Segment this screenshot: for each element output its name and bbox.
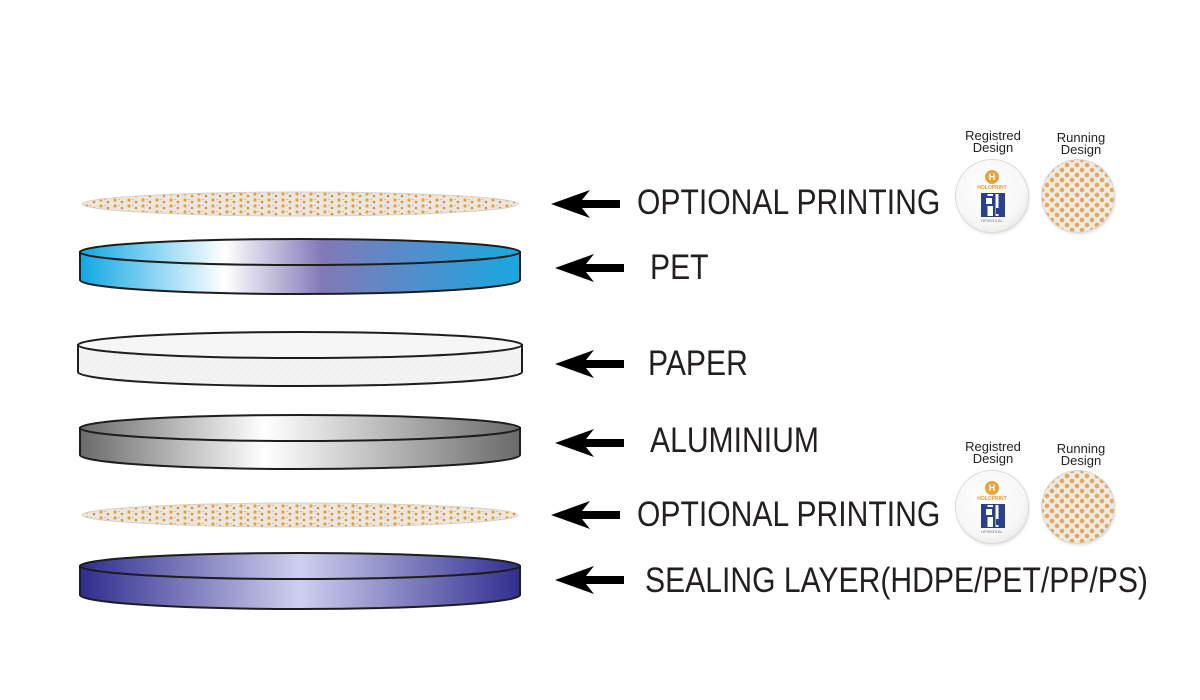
- qr-code-icon: [981, 193, 1005, 217]
- qr-code-icon: [981, 504, 1005, 528]
- layer-label-aluminium: ALUMINIUM: [650, 421, 819, 460]
- running-design-sample: [1042, 160, 1114, 232]
- serial-number: HP00001AL: [981, 218, 1003, 223]
- pet-disc: [79, 238, 521, 295]
- sealing-layer-disc: [79, 552, 521, 610]
- arrow-icon: [555, 429, 624, 457]
- running-design-caption: Running Design: [1056, 441, 1106, 468]
- aluminium-disc: [79, 414, 521, 470]
- serial-number: HP00001AL: [981, 529, 1003, 534]
- registered-design-caption: Registred Design: [965, 439, 1021, 466]
- layer-label-paper: PAPER: [648, 344, 748, 383]
- arrow-icon: [555, 254, 624, 282]
- arrow-icon: [551, 190, 620, 218]
- paper-disc: [77, 331, 523, 387]
- registered-design-caption: Registred Design: [965, 128, 1021, 155]
- holoprint-logo-icon: H: [985, 170, 999, 184]
- arrow-icon: [555, 350, 624, 378]
- running-design-caption: Running Design: [1056, 130, 1106, 157]
- layer-label-sealing-layer: SEALING LAYER(HDPE/PET/PP/PS): [645, 561, 1148, 600]
- brand-text: HOLOPRINT: [977, 185, 1007, 191]
- optional-printing-disc-top: [81, 191, 519, 217]
- layer-label-pet: PET: [650, 248, 709, 287]
- arrow-icon: [555, 566, 624, 594]
- holoprint-logo-icon: H: [985, 481, 999, 495]
- running-design-sample: [1042, 471, 1114, 543]
- registered-design-sample: H HOLOPRINT HP00001AL: [956, 471, 1028, 543]
- optional-printing-disc-bottom: [81, 502, 519, 528]
- arrows: [551, 190, 624, 594]
- layer-label-optional-printing-bottom: OPTIONAL PRINTING: [637, 495, 941, 534]
- arrow-icon: [551, 501, 620, 529]
- brand-text: HOLOPRINT: [977, 496, 1007, 502]
- layer-label-optional-printing-top: OPTIONAL PRINTING: [637, 183, 941, 222]
- registered-design-sample: H HOLOPRINT HP00001AL: [956, 160, 1028, 232]
